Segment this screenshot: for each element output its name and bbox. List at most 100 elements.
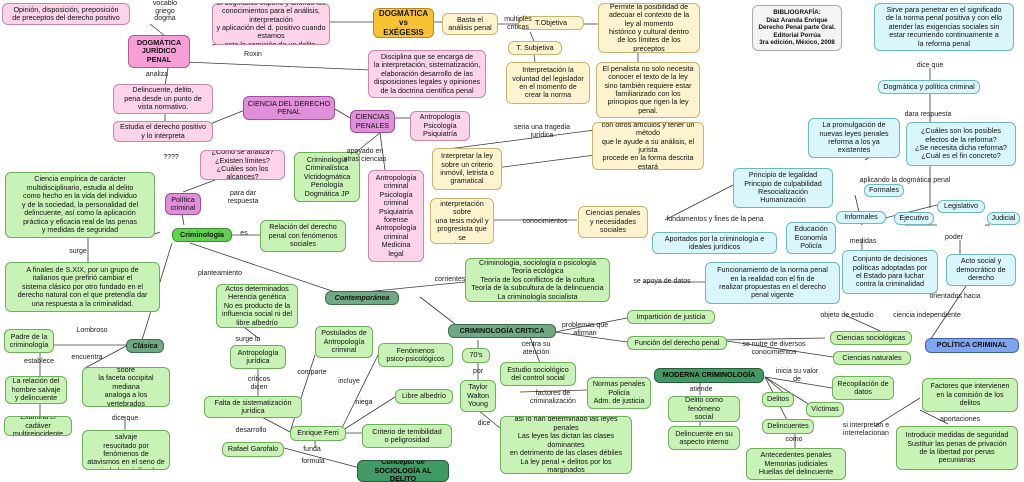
node-imparticion-justicia: Impartición de justicia — [627, 310, 715, 324]
label-dara-respuesta: dara respuesta — [904, 111, 952, 118]
label-aplicando-dogmatica: aplicando la dogmática penal — [859, 177, 951, 184]
node-contemporanea[interactable]: Contemporánea — [325, 291, 399, 305]
node-antropologia-juridica: Antropología jurídica — [230, 345, 286, 369]
label-roxin: Roxin — [244, 51, 262, 58]
node-formales: Formales — [864, 184, 904, 197]
node-ciencia-derecho-penal: CIENCIA DEL DERECHO PENAL — [243, 96, 335, 120]
node-examina-cadaver: Examina el cadáver multireincidente — [4, 416, 72, 436]
label-por: por — [472, 368, 484, 375]
label-corrientes: corrientes — [434, 276, 466, 283]
label-niega: niega — [355, 399, 373, 406]
node-politica-criminal-main[interactable]: POLÍTICA CRIMINAL — [925, 338, 1019, 353]
node-funcionamiento-norma: Funcionamiento de la norma penal en la r… — [705, 262, 840, 304]
node-t-objetiva: T.Objetiva — [518, 16, 584, 30]
node-delito-fenomeno: Delito como fenómeno social — [668, 396, 740, 422]
node-introducir-medidas: Introducir medidas de seguridad Sustitui… — [896, 426, 1018, 470]
node-actos-determinados: Actos determinados Herencia genética No … — [216, 284, 298, 328]
node-criminologia-critica[interactable]: CRIMINOLOGÍA CRITICA — [448, 324, 556, 338]
node-dogmatico-expone: El dogmático expone y difunde los conoci… — [212, 3, 330, 45]
label-centra-atencion: centra su atención — [521, 341, 551, 356]
label-criticos-dicen: críticos dicen — [247, 376, 271, 391]
label-interrogacion: ???? — [163, 154, 179, 161]
node-dogmatica-vs-exegesis: DOGMÁTICA vs EXÉGESIS — [373, 8, 434, 38]
node-delincuentes: Delincuentes — [762, 419, 814, 434]
node-postulados: Postulados de Antropología criminal — [315, 326, 373, 358]
node-moderna-criminologia[interactable]: MODERNA CRIMINOLOGÍA — [654, 368, 764, 383]
label-dice-que-1: dice que — [916, 62, 944, 69]
node-politica-criminal-small: Política criminal — [165, 193, 201, 215]
node-finales-sxix: A finales de S.XIX, por un grupo de ital… — [5, 262, 160, 312]
label-fundamentos: fundamentos y fines de la pena — [666, 216, 764, 223]
node-criminologia-main[interactable]: Criminología — [172, 228, 232, 242]
node-estructura-interrelaciona: Su estructura se interrelaciona con otro… — [592, 122, 704, 170]
node-fenomenos: Fenómenos psico-psicológicos — [378, 343, 453, 367]
node-antropologia-criminal-list: Antropología criminal Psicología crimina… — [368, 170, 424, 262]
node-interpretar-ley: Interpretar la ley sobre un criterio inm… — [432, 148, 502, 190]
node-permite-posibilidad: Permite la posibilidad de adecuar el con… — [598, 3, 700, 53]
label-incluye: incluye — [338, 378, 360, 385]
node-ciencias-necesidades: Ciencias penales y necesidades sociales — [578, 206, 648, 238]
node-delincuente-salvaje: El delincuente es un salvaje resucitado … — [82, 430, 170, 470]
node-bibliografia: BIBLIOGRAFÍA: Díaz Aranda Enrique Derech… — [752, 5, 842, 51]
node-penalista: El penalista no solo necesita conocer el… — [596, 62, 700, 118]
node-t-subjetiva: T. Subjetiva — [508, 41, 562, 55]
node-padre-criminologia: Padre de la criminología — [4, 329, 54, 353]
label-inicia-valor: inicia su valor de — [775, 368, 819, 383]
node-antecedentes-penales: Antecedentes penales Memorias judiciales… — [746, 448, 846, 480]
label-tragedia-juridica: seria una tragedia jurídica — [513, 124, 571, 139]
label-es: es — [240, 230, 248, 237]
node-clasica[interactable]: Clásica — [126, 339, 164, 353]
node-disciplina: Disciplina que se encarga de la interpre… — [368, 50, 486, 98]
node-efectos-reforma: ¿Cuáles son los posibles efectos de la r… — [906, 122, 1016, 166]
node-interpretacion-voluntad: Interpretación la voluntad del legislado… — [506, 62, 590, 104]
node-ejecutivo: Ejecutivo — [894, 212, 934, 225]
label-comparte: comparte — [297, 369, 327, 376]
node-relacion-derecho: Relación del derecho penal con fenómenos… — [260, 220, 346, 252]
label-desarrollo: desarrollo — [235, 427, 267, 434]
label-si-interpretan: si interpretan e interrelacionan — [842, 422, 890, 437]
node-criminologia-list: Criminología Criminalística Victidogmáti… — [294, 152, 360, 202]
node-concepto-sociologia[interactable]: Concepto de SOCIOLOGÍA AL DELITO — [357, 460, 449, 482]
label-encuentra: encuentra — [71, 354, 103, 361]
node-estudio-sociologico: Estudio sociológico del control social — [500, 362, 576, 386]
label-formula: formula — [301, 458, 325, 465]
node-teorias: Criminología, sociología o psicología Te… — [465, 258, 610, 302]
label-atiende: atiende — [689, 386, 713, 393]
node-recopilacion: Recopilación de datos — [832, 376, 894, 400]
node-estudia-derecho: Estudia el derecho positivo y lo interpr… — [113, 121, 213, 142]
node-educacion: Educación Economía Policía — [786, 222, 836, 254]
node-ciencias-penales: CIENCIAS PENALES — [350, 110, 395, 133]
node-aportados: Aportados por la criminología e ideales … — [652, 232, 777, 254]
node-conjunto-decisiones: Conjunto de decisiones políticas adoptad… — [842, 250, 938, 294]
node-conductas-delictivas: Las conductas son delictivas porque así … — [500, 416, 632, 474]
label-surge: surge — [69, 248, 87, 255]
node-relacion-hombre: La relación del hombre salvaje y delincu… — [5, 376, 67, 404]
node-basta-analisis: Basta el análisis penal — [442, 13, 498, 35]
node-sirve-para-penetrar: Sirve para penetrar en el significado de… — [874, 3, 1014, 51]
label-analiza: analiza — [145, 71, 169, 78]
node-dogmatica-politica: Dogmática y política criminal — [878, 80, 980, 94]
node-factores-intervienen: Factores que intervienen en la comisión … — [922, 378, 1018, 412]
label-se-nutre: se nutre de diversos conocimientos — [742, 341, 806, 356]
label-orientados: orientados hacia — [929, 293, 981, 300]
node-judicial: Judicial — [987, 212, 1020, 225]
node-70s: 70's — [462, 348, 490, 363]
label-dice: dice — [477, 420, 491, 427]
label-lombroso: Lombroso — [76, 327, 108, 334]
label-factores-criminalizacion: factores de criminalización — [530, 390, 576, 405]
node-opinion-disposicion: Opinión, disposición, preposición de pre… — [2, 3, 130, 25]
node-falta-sistematizacion: Falta de sistematización jurídica — [204, 396, 302, 418]
node-ciencias-naturales: Ciencias naturales — [833, 351, 911, 365]
label-conocimientos: conocimientos — [522, 218, 568, 225]
label-objeto-estudio: objeto de estudio — [820, 312, 874, 319]
node-legislativo: Legislativo — [937, 200, 985, 213]
node-criterio-temibilidad: Criterio de temibilidad o peligrosidad — [362, 424, 452, 448]
label-vocablo-griego: vocablo griego dogma — [152, 0, 178, 23]
node-principios: Principio de legalidad Principio de culp… — [733, 168, 833, 208]
node-antropologia-psicologia: Antropología Psicología Psiquiatría — [410, 111, 470, 141]
label-ciencia-independiente: ciencia independiente — [893, 312, 961, 319]
node-victimas: Víctimas — [806, 402, 844, 417]
label-problemas-afirman: problemas que afirman — [561, 322, 609, 337]
label-apoyado: apoyado en otras ciencias — [343, 148, 387, 163]
